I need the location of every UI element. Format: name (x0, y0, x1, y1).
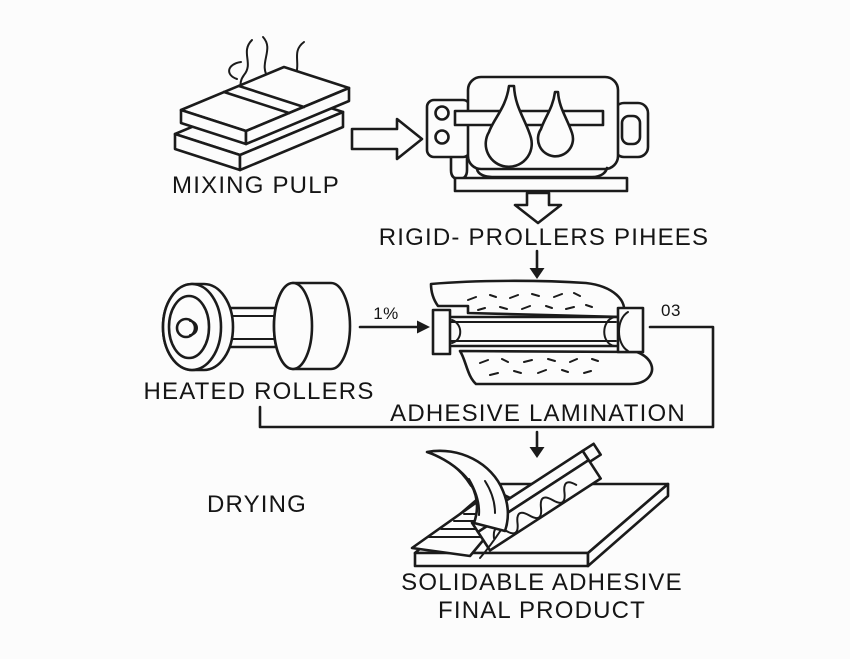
board-front-face (413, 551, 590, 568)
curl-base-line (479, 529, 502, 559)
input-percent-label: 1% (373, 304, 399, 323)
pulp-sheets-icon (173, 65, 351, 172)
pulp-bottom-slab-front (238, 110, 345, 172)
pulp-top-slab-front (244, 86, 351, 146)
dumbbell-left-face-inner (167, 294, 211, 360)
final-product-label-line1: SOLIDABLE ADHESIVE (401, 569, 683, 596)
arrow-head (529, 447, 545, 458)
arrow-right-block-icon (350, 117, 424, 161)
lamination-cylinder (446, 315, 620, 348)
arrow-head (417, 320, 430, 334)
lamination-top-sheet (429, 279, 626, 319)
lamination-cylinder-inner (449, 321, 617, 342)
machine-panel-knob (434, 105, 450, 121)
applicator-end-cap (581, 442, 602, 464)
mixing-pulp-step: MIXING PULP (172, 36, 351, 199)
machine-drop-small (536, 90, 575, 158)
dumbbell-left-face (161, 282, 223, 372)
right-cap-arc (618, 311, 629, 352)
cylinder-right-arc (603, 316, 615, 347)
steam-wisp (228, 61, 242, 80)
bottom-sheet-adhesive-dashes (479, 358, 599, 376)
dumbbell-hub (175, 317, 197, 339)
pulp-seam-line (222, 90, 291, 115)
feedback-connector-line (258, 325, 715, 429)
heated-rollers-label: HEATED ROLLERS (143, 378, 374, 405)
machine-handle-inner (620, 114, 642, 146)
adhesive-lamination-label: ADHESIVE LAMINATION (390, 400, 686, 427)
lamination-roller-icon (429, 279, 654, 386)
machine-side-panel (425, 98, 472, 159)
board-right-face (586, 482, 670, 568)
machine-panel-knob (434, 129, 450, 145)
final-product-label-line2: FINAL PRODUCT (438, 597, 646, 624)
pulp-seam-line (237, 84, 306, 109)
dumbbell-right-face (272, 281, 314, 371)
machine-bar (453, 109, 605, 127)
machine-base-platform (453, 176, 629, 193)
adhesive-spreading-icon (410, 442, 670, 568)
machine-drop-large (484, 84, 533, 169)
drying-label: DRYING (207, 491, 307, 518)
lamination-bottom-sheet (458, 349, 654, 386)
dumbbell-hub-crescent (189, 320, 198, 336)
output-03-label: 03 (661, 301, 681, 320)
rigid-prollers-label: RIGID- PROLLERS PIHEES (379, 224, 709, 251)
mixing-pulp-label: MIXING PULP (172, 172, 340, 199)
lamination-input-arrow: 1% (358, 304, 430, 334)
roller-dumbbell-icon (161, 281, 352, 372)
cylinder-left-arc (451, 319, 462, 344)
curl-texture-lines (450, 463, 496, 516)
top-sheet-adhesive-dashes (467, 292, 593, 311)
arrow-down-thin-icon (529, 249, 545, 279)
arrow-head (529, 268, 545, 279)
adhesive-squiggle (492, 481, 578, 540)
lamination-left-cap (431, 308, 452, 356)
arrow-down-thin-icon (529, 430, 545, 458)
arrow-down-block-icon (513, 191, 563, 225)
mixing-machine-icon (425, 75, 650, 193)
adhesive-sheet-dashes (428, 513, 491, 538)
